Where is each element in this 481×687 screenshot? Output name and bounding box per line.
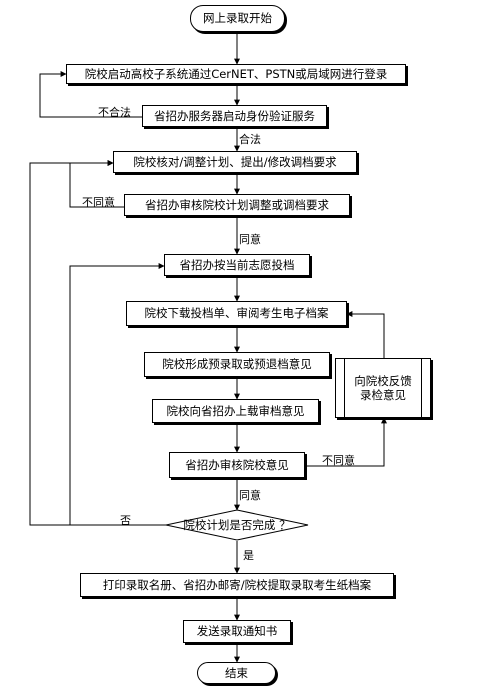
notify-label: 发送录取通知书 xyxy=(196,624,278,639)
review-opinion-label: 省招办审核院校意见 xyxy=(185,457,289,472)
notify-node: 发送录取通知书 xyxy=(183,620,291,643)
form-opinion-label: 院校形成预录取或预退档意见 xyxy=(162,357,312,372)
label-agree-2: 同意 xyxy=(239,489,261,502)
review-opinion-node: 省招办审核院校意见 xyxy=(169,452,305,478)
label-disagree-2: 不同意 xyxy=(322,454,355,467)
label-yes: 是 xyxy=(243,549,254,562)
form-opinion-node: 院校形成预录取或预退档意见 xyxy=(144,352,330,377)
dispatch-label: 省招办按当前志愿投档 xyxy=(179,257,295,272)
feedback-right-bar xyxy=(421,359,422,417)
label-no: 否 xyxy=(120,514,131,527)
end-node: 结束 xyxy=(197,662,276,684)
auth-node: 省招办服务器启动身份验证服务 xyxy=(142,105,327,127)
check-plan-node: 院校核对/调整计划、提出/修改调档要求 xyxy=(113,151,357,173)
label-agree-1: 同意 xyxy=(239,233,261,246)
check-plan-label: 院校核对/调整计划、提出/修改调档要求 xyxy=(133,154,337,169)
label-disagree-1: 不同意 xyxy=(82,196,115,209)
download-label: 院校下载投档单、审阅考生电子档案 xyxy=(144,306,329,321)
decision-diamond xyxy=(165,509,309,541)
dispatch-node: 省招办按当前志愿投档 xyxy=(164,254,310,276)
download-node: 院校下载投档单、审阅考生电子档案 xyxy=(126,301,347,326)
login-label: 院校启动高校子系统通过CerNET、PSTN或局域网进行登录 xyxy=(84,66,388,81)
end-label: 结束 xyxy=(225,665,248,680)
edge-feedback-download xyxy=(346,311,385,358)
upload-opinion-node: 院校向省招办上载审档意见 xyxy=(152,399,319,423)
upload-opinion-label: 院校向省招办上载审档意见 xyxy=(166,403,305,418)
feedback-label: 向院校反馈录检意见 xyxy=(354,373,412,402)
edge-disagree-feedback xyxy=(305,417,387,467)
review-plan-node: 省招办审核院校计划调整或调档要求 xyxy=(124,194,350,216)
edge-illegal-loop xyxy=(39,71,142,118)
print-node: 打印录取名册、省招办邮寄/院校提取录取考生纸档案 xyxy=(80,573,394,597)
start-node: 网上录取开始 xyxy=(190,5,285,32)
review-plan-label: 省招办审核院校计划调整或调档要求 xyxy=(145,197,329,212)
auth-label: 省招办服务器启动身份验证服务 xyxy=(154,108,315,123)
edge-no-dispatch xyxy=(69,263,165,525)
feedback-node: 向院校反馈录检意见 xyxy=(335,358,431,418)
edge-no-loop xyxy=(29,160,180,526)
start-label: 网上录取开始 xyxy=(203,11,272,26)
label-legal: 合法 xyxy=(239,133,261,146)
decision-label: 院校计划是否完成 ？ xyxy=(183,518,291,532)
label-illegal: 不合法 xyxy=(98,106,131,119)
login-node: 院校启动高校子系统通过CerNET、PSTN或局域网进行登录 xyxy=(66,64,406,84)
feedback-left-bar xyxy=(344,359,345,417)
print-label: 打印录取名册、省招办邮寄/院校提取录取考生纸档案 xyxy=(102,577,372,592)
